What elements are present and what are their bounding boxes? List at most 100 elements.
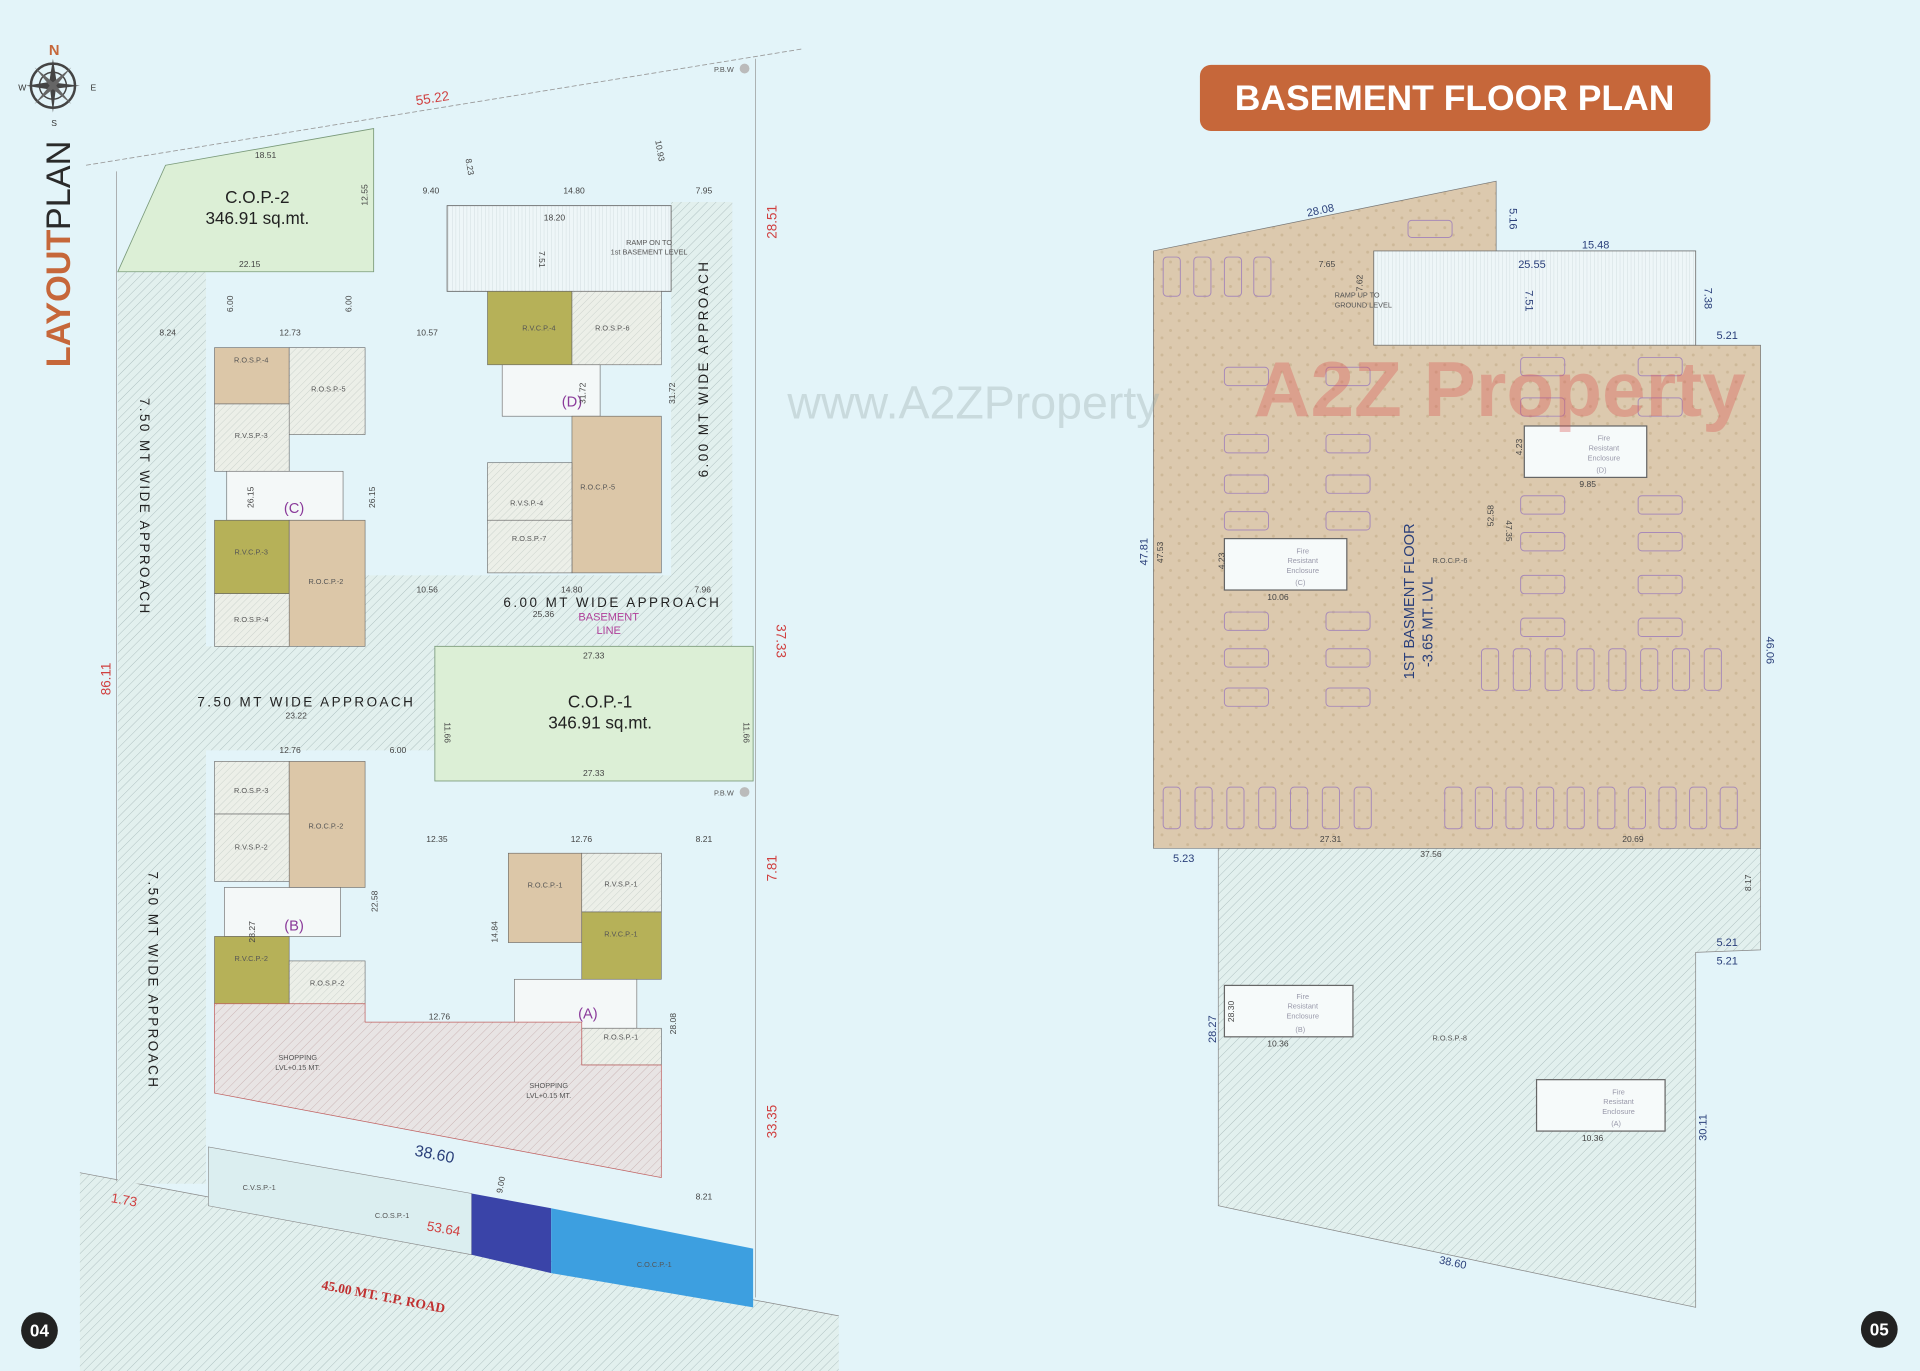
approach-label: 7.50 MT WIDE APPROACH bbox=[197, 694, 415, 709]
zone-label: R.O.C.P.-6 bbox=[1433, 556, 1468, 565]
car-icon bbox=[1223, 648, 1269, 668]
page-number-badge bbox=[1860, 1311, 1898, 1348]
svg-text:52.58: 52.58 bbox=[1486, 505, 1496, 527]
car-icon bbox=[1536, 786, 1555, 830]
svg-text:12.55: 12.55 bbox=[360, 184, 370, 206]
svg-text:18.51: 18.51 bbox=[255, 150, 277, 160]
svg-text:R.O.C.P.-2: R.O.C.P.-2 bbox=[308, 822, 343, 831]
svg-text:47.53: 47.53 bbox=[1155, 541, 1165, 563]
car-icon bbox=[1474, 786, 1493, 830]
svg-text:5.21: 5.21 bbox=[1716, 330, 1737, 342]
svg-text:9.85: 9.85 bbox=[1579, 479, 1596, 489]
svg-text:10.36: 10.36 bbox=[1267, 1039, 1289, 1049]
parking-cars bbox=[1162, 219, 1738, 830]
svg-text:25.36: 25.36 bbox=[533, 609, 555, 619]
car-icon bbox=[1505, 786, 1524, 830]
svg-text:28.27: 28.27 bbox=[1207, 1015, 1219, 1043]
car-icon bbox=[1689, 786, 1708, 830]
car-icon bbox=[1290, 786, 1309, 830]
svg-text:Resistant: Resistant bbox=[1287, 556, 1318, 565]
svg-text:C.V.S.P.-1: C.V.S.P.-1 bbox=[243, 1183, 276, 1192]
car-icon bbox=[1223, 687, 1269, 707]
mid-approach bbox=[205, 646, 435, 751]
floor-label: 1ST BASMENT FLOOR bbox=[1402, 523, 1418, 679]
svg-text:6.00: 6.00 bbox=[390, 745, 407, 755]
rosp-8-area bbox=[1217, 847, 1761, 1308]
svg-text:Resistant: Resistant bbox=[1603, 1097, 1634, 1106]
compass-south: S bbox=[51, 118, 57, 128]
svg-text:C.O.C.P.-1: C.O.C.P.-1 bbox=[637, 1260, 672, 1269]
svg-text:Enclosure: Enclosure bbox=[1588, 453, 1621, 462]
svg-text:27.31: 27.31 bbox=[1320, 834, 1342, 844]
ramp bbox=[1373, 250, 1697, 346]
svg-text:11.66: 11.66 bbox=[741, 722, 751, 743]
svg-text:28.51: 28.51 bbox=[764, 205, 779, 239]
svg-text:26.15: 26.15 bbox=[367, 486, 377, 508]
svg-text:R.O.C.P.-1: R.O.C.P.-1 bbox=[528, 880, 563, 889]
svg-text:R.V.S.P.-4: R.V.S.P.-4 bbox=[510, 499, 543, 508]
stair-b: (B) bbox=[284, 918, 304, 934]
svg-text:5.21: 5.21 bbox=[1716, 956, 1737, 968]
svg-text:28.27: 28.27 bbox=[247, 921, 257, 943]
tp-road bbox=[79, 1172, 839, 1371]
svg-text:R.O.S.P.-4: R.O.S.P.-4 bbox=[234, 355, 268, 364]
car-icon bbox=[1566, 786, 1585, 830]
svg-text:22.15: 22.15 bbox=[239, 259, 261, 269]
car-icon bbox=[1637, 531, 1683, 552]
svg-text:28.08: 28.08 bbox=[1306, 202, 1335, 219]
svg-text:31.72: 31.72 bbox=[577, 382, 587, 404]
svg-text:18.20: 18.20 bbox=[544, 212, 566, 222]
svg-text:5.16: 5.16 bbox=[1507, 208, 1519, 229]
car-icon bbox=[1608, 648, 1627, 691]
svg-text:8.23: 8.23 bbox=[463, 158, 476, 176]
cop-1-name: C.O.P.-1 bbox=[568, 692, 632, 712]
car-icon bbox=[1444, 786, 1463, 830]
car-icon bbox=[1520, 617, 1566, 638]
svg-text:9.40: 9.40 bbox=[423, 185, 440, 195]
watermark-url: www.A2ZProperty bbox=[786, 377, 1160, 429]
svg-text:47.81: 47.81 bbox=[1138, 538, 1150, 566]
dimensions: 18.51 22.15 12.55 9.40 14.80 7.95 18.20 … bbox=[159, 139, 751, 1201]
svg-text:12.73: 12.73 bbox=[279, 327, 301, 337]
floor-level: -3.65 MT. LVL bbox=[1421, 577, 1437, 667]
svg-text:47.35: 47.35 bbox=[1504, 520, 1514, 542]
car-icon bbox=[1223, 511, 1269, 531]
stair-c: (C) bbox=[284, 501, 304, 517]
car-icon bbox=[1223, 256, 1243, 297]
svg-text:12.76: 12.76 bbox=[279, 745, 301, 755]
svg-text:38.60: 38.60 bbox=[413, 1143, 455, 1167]
svg-text:R.V.C.P.-2: R.V.C.P.-2 bbox=[235, 954, 268, 963]
svg-text:28.08: 28.08 bbox=[668, 1013, 678, 1035]
svg-text:31.72: 31.72 bbox=[667, 382, 677, 404]
svg-text:(A): (A) bbox=[1611, 1119, 1621, 1128]
stair-d: (D) bbox=[562, 394, 582, 410]
cop-2-name: C.O.P.-2 bbox=[225, 187, 289, 207]
dimensions: 7.65 7.62 47.53 52.58 47.35 10.06 9.85 4… bbox=[1155, 259, 1753, 1143]
svg-text:26.15: 26.15 bbox=[246, 486, 256, 508]
car-icon bbox=[1576, 648, 1595, 691]
car-icon bbox=[1597, 786, 1616, 830]
commercial-parking-blue bbox=[551, 1208, 754, 1308]
car-icon bbox=[1640, 648, 1659, 691]
svg-text:38.60: 38.60 bbox=[1438, 1254, 1467, 1271]
car-icon bbox=[1325, 474, 1371, 494]
shopping-area bbox=[214, 1003, 662, 1179]
car-icon bbox=[1325, 366, 1371, 387]
compass-north: N bbox=[49, 43, 60, 59]
svg-text:4.23: 4.23 bbox=[1514, 438, 1524, 455]
car-icon bbox=[1520, 397, 1566, 417]
svg-text:55.22: 55.22 bbox=[415, 88, 451, 108]
car-icon bbox=[1637, 495, 1683, 515]
pbw-label: P.B.W bbox=[714, 789, 734, 798]
svg-text:10.36: 10.36 bbox=[1582, 1133, 1604, 1143]
svg-text:8.21: 8.21 bbox=[696, 834, 713, 844]
car-icon bbox=[1512, 648, 1531, 691]
compass-east: E bbox=[90, 83, 96, 93]
svg-text:R.O.S.P.-4: R.O.S.P.-4 bbox=[234, 615, 268, 624]
svg-text:14.80: 14.80 bbox=[563, 185, 585, 195]
svg-text:Enclosure: Enclosure bbox=[1286, 566, 1319, 575]
ramp-label: RAMP ON TO bbox=[626, 238, 672, 247]
svg-text:27.33: 27.33 bbox=[583, 768, 605, 778]
svg-text:LVL+0.15 MT.: LVL+0.15 MT. bbox=[526, 1091, 571, 1100]
pbw-label: P.B.W bbox=[714, 65, 734, 74]
